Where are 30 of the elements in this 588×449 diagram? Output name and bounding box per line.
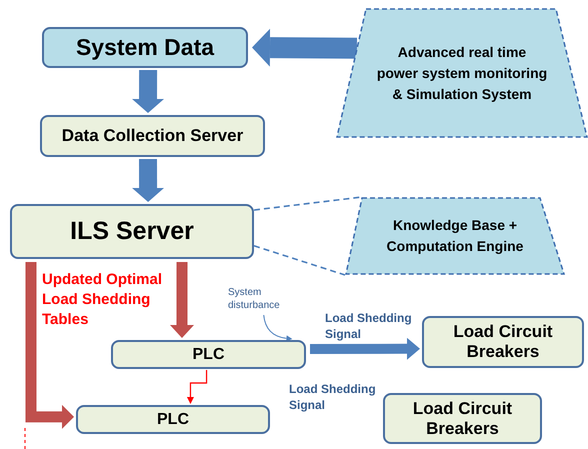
node-text: System disturbance — [228, 286, 281, 312]
block-arrow — [310, 338, 420, 360]
block-arrow — [25, 262, 74, 429]
block-arrow — [132, 158, 164, 202]
node-text: Knowledge Base + Computation Engine — [386, 216, 524, 256]
data-box — [42, 27, 248, 68]
server-box — [10, 204, 254, 259]
block-arrow — [252, 28, 358, 67]
node-text: ILS Server — [70, 216, 194, 247]
node-text: PLC — [157, 410, 189, 430]
node-text: PLC — [192, 344, 224, 364]
signal-label: Load Shedding Signal — [289, 381, 377, 413]
server-box — [40, 115, 265, 157]
node-text: System Data — [76, 33, 214, 62]
block-arrow — [132, 70, 164, 113]
node-text: Load Circuit Breakers — [412, 398, 514, 438]
edge-label: Updated Optimal Load Shedding Tables — [42, 270, 164, 330]
arrow — [263, 314, 292, 342]
plc-box — [111, 340, 306, 369]
breaker-box — [383, 393, 542, 444]
arrow — [186, 370, 208, 404]
edge-label: Load Shedding Signal — [325, 310, 413, 342]
block-arrow — [170, 262, 194, 338]
engine-trapezoid — [345, 197, 565, 275]
system-trapezoid — [336, 8, 588, 138]
plc-box — [76, 405, 270, 434]
node-text: Data Collection Server — [62, 125, 244, 148]
node-text: Advanced real time power system monitoring & Simulation System — [376, 42, 548, 104]
node-text: Load Circuit Breakers — [452, 322, 554, 362]
breaker-box — [422, 316, 584, 368]
